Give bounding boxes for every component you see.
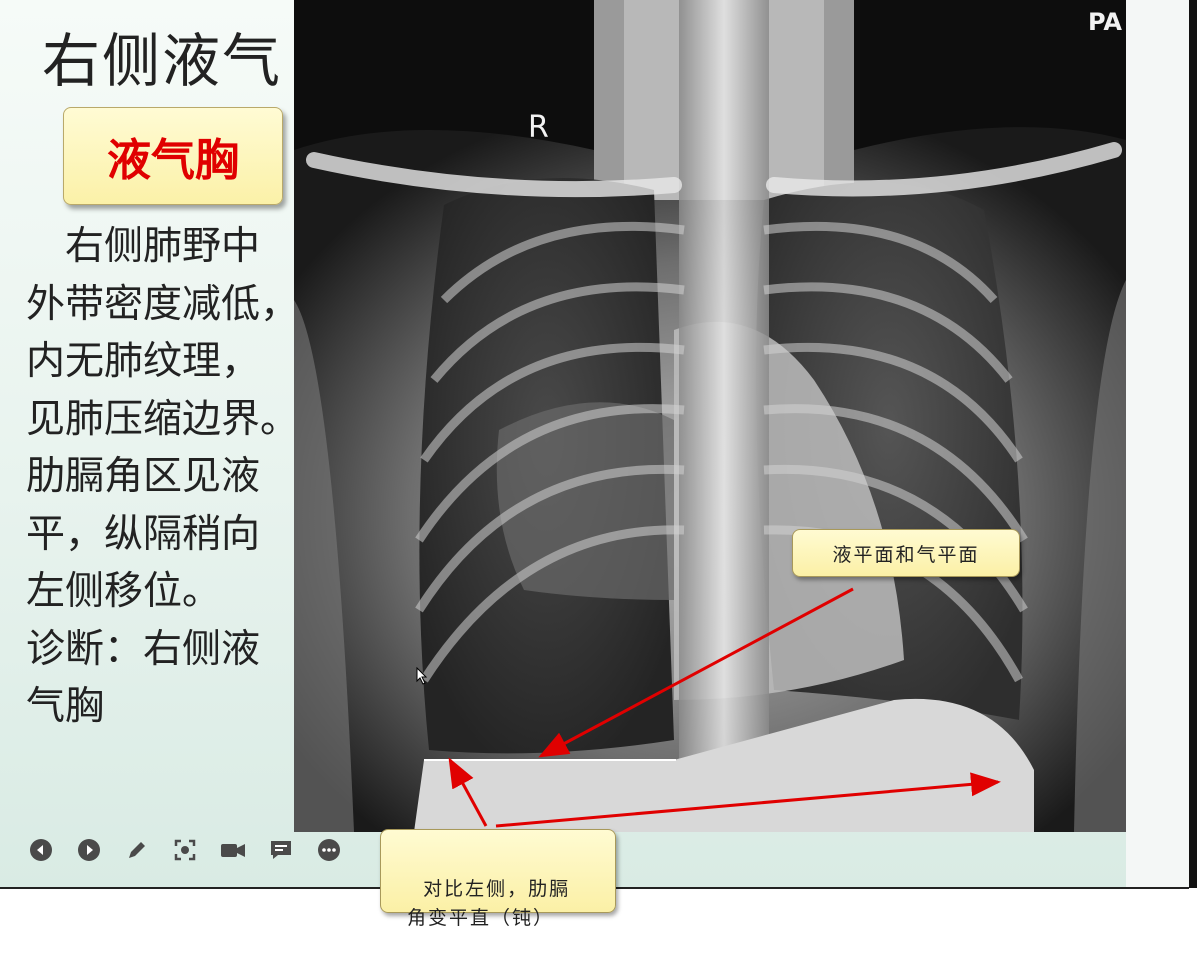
pen-icon	[129, 842, 145, 858]
prev-icon	[30, 839, 52, 861]
subtitle-button[interactable]	[268, 838, 294, 862]
diagnosis-tag: 液气胸	[63, 107, 283, 205]
slide-right-margin	[1126, 0, 1189, 888]
focus-icon	[174, 839, 196, 861]
callout-costophrenic-angle-text: 对比左侧，肋膈 角变平直（钝）	[407, 878, 571, 929]
more-icon	[318, 839, 340, 861]
mouse-cursor-icon	[416, 667, 428, 685]
next-icon	[78, 839, 100, 861]
video-icon	[221, 844, 245, 857]
xray-view-label: PA	[1088, 8, 1122, 36]
next-button[interactable]	[76, 838, 102, 862]
callout-costophrenic-angle: 对比左侧，肋膈 角变平直（钝）	[380, 829, 616, 929]
findings-text: 右侧肺野中 外带密度减低， 内无肺纹理， 见肺压缩边界。 肋膈角区见液 平，纵隔…	[26, 224, 300, 729]
callout-fluid-gas-level-text: 液平面和气平面	[832, 543, 980, 566]
pen-button[interactable]	[124, 838, 150, 862]
video-button[interactable]	[220, 838, 246, 862]
diagnosis-tag-label: 液气胸	[107, 135, 239, 186]
xray-right-marker: R	[528, 110, 549, 145]
subtitle-icon	[271, 841, 291, 859]
slide-canvas: 右侧液气 液气胸 右侧肺野中 外带密度减低， 内无肺纹理， 见肺压缩边界。 肋膈…	[0, 0, 1189, 888]
more-button[interactable]	[316, 838, 342, 862]
slide-title: 右侧液气	[42, 27, 283, 95]
callout-fluid-gas-level: 液平面和气平面	[792, 529, 1020, 577]
prev-button[interactable]	[28, 838, 54, 862]
slideshow-controls	[28, 838, 342, 862]
focus-button[interactable]	[172, 838, 198, 862]
window-edge	[1189, 0, 1197, 888]
chest-xray-image	[294, 0, 1126, 832]
